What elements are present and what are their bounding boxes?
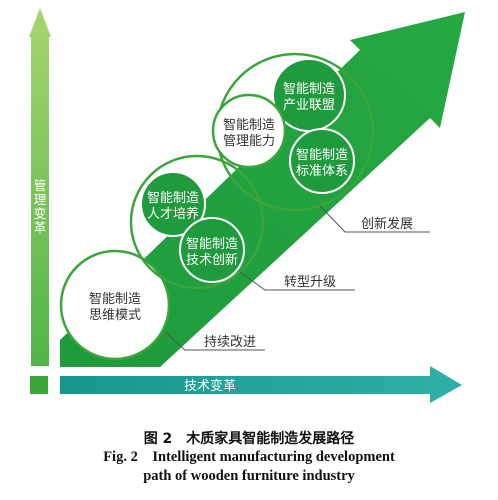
node-circle (179, 217, 245, 283)
node-label: 智能制造产业联盟 (283, 82, 335, 113)
node-label: 智能制造技术创新 (186, 237, 238, 268)
node-label: 智能制造人才培养 (147, 191, 199, 222)
origin-square (30, 376, 48, 394)
node-circle (211, 93, 287, 169)
stage-label-2: 转型升级 (284, 275, 336, 290)
node-label: 智能制造标准体系 (296, 148, 348, 179)
stage-circle-1 (59, 249, 171, 361)
horizontal-axis-arrow (60, 366, 462, 403)
figure-caption-zh: 图 2 木质家具智能制造发展路径 (143, 431, 355, 447)
node-label: 智能制造管理能力 (223, 118, 275, 149)
node-label: 智能制造思维模式 (89, 292, 141, 323)
stage-label-3: 创新发展 (361, 216, 413, 232)
figure-caption-en-line1: Fig. 2 Intelligent manufacturing develop… (103, 449, 395, 465)
node-circle (289, 128, 355, 194)
leader-line-2 (239, 271, 355, 291)
node-circle (140, 171, 206, 237)
leader-line-3 (319, 205, 430, 233)
stage-label-1: 持续改进 (204, 335, 256, 350)
stage-circle-2 (129, 154, 265, 290)
leader-line-1 (164, 331, 265, 351)
figure-caption-en-line2: path of wooden furniture industry (143, 468, 355, 484)
vertical-axis-arrow (29, 8, 51, 366)
horizontal-axis-label: 技术变革 (184, 378, 236, 394)
vertical-axis-label: 管理变革 (34, 178, 47, 235)
